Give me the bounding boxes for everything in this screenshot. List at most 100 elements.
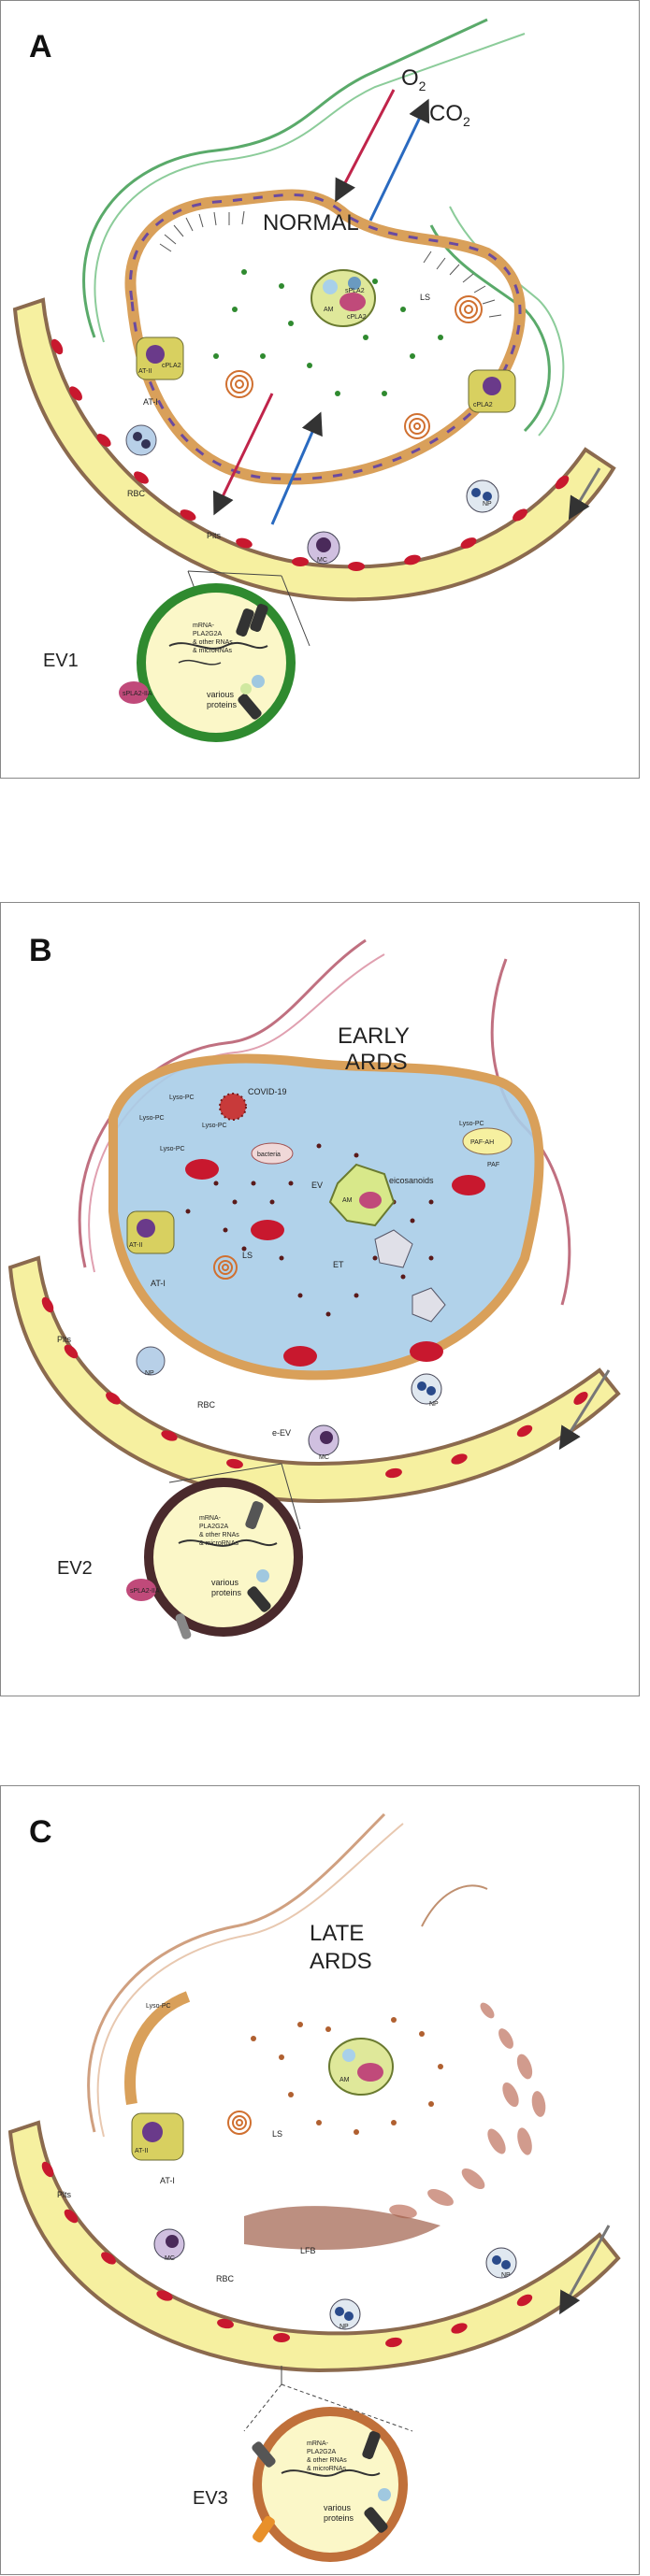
panel-letter: B xyxy=(29,933,52,968)
lyso-pc-label: Lyso-PC xyxy=(169,1095,195,1101)
svg-text:MC: MC xyxy=(317,557,327,564)
lamellar-bodies xyxy=(225,295,483,439)
at2-cell-left: AT-II cPLA2 xyxy=(136,336,184,380)
svg-text:& other RNAs: & other RNAs xyxy=(193,639,233,646)
at1-label: AT-I xyxy=(151,1279,166,1288)
svg-text:AT-II: AT-II xyxy=(129,1242,142,1249)
ls-label: LS xyxy=(272,2129,282,2139)
lyso-pc-label: Lyso-PC xyxy=(160,1146,185,1152)
flow-arrow xyxy=(558,1369,611,1451)
o2-arrow xyxy=(335,89,396,203)
svg-text:COVID-19: COVID-19 xyxy=(248,1087,287,1096)
co2-label: CO2 xyxy=(429,101,470,129)
neutrophil: NP xyxy=(485,2247,517,2279)
surfactant-dots xyxy=(213,269,443,396)
ev1: sPLA2-IIA mRNA- PLA2G2A & other RNAs & m… xyxy=(119,583,296,742)
red-blood-cells xyxy=(41,1296,588,1479)
at2-cell: AT-II xyxy=(131,2112,184,2161)
ev-callout-line xyxy=(243,2383,282,2432)
neutrophil: NP xyxy=(329,2298,361,2330)
condition-title-line1: LATE xyxy=(310,1921,364,1946)
panel-letter: A xyxy=(29,29,52,64)
red-blood-cells xyxy=(41,2161,533,2348)
ls-label: LS xyxy=(242,1251,253,1260)
svg-text:& other RNAs: & other RNAs xyxy=(199,1532,239,1538)
svg-text:PLA2G2A: PLA2G2A xyxy=(307,2449,336,2455)
svg-text:AT-II: AT-II xyxy=(138,368,152,375)
svg-text:& microRNAs: & microRNAs xyxy=(193,648,233,654)
monocyte: MC xyxy=(153,2228,185,2262)
ev3-label: EV3 xyxy=(193,2488,228,2509)
svg-text:proteins: proteins xyxy=(207,700,238,709)
svg-text:MC: MC xyxy=(319,1454,329,1461)
bacteria: bacteria xyxy=(251,1142,294,1165)
platelet xyxy=(125,424,157,456)
ev-callout-line xyxy=(168,1463,282,1483)
ev-callout-line xyxy=(187,570,282,577)
svg-text:sPLA2-IIA: sPLA2-IIA xyxy=(130,1588,160,1595)
svg-text:PLA2G2A: PLA2G2A xyxy=(199,1524,228,1530)
panel-letter: C xyxy=(29,1814,52,1850)
eev-label: e-EV xyxy=(272,1428,291,1438)
rbc-label: RBC xyxy=(127,489,146,498)
surfactant-layer xyxy=(159,210,502,318)
ev-callout-line xyxy=(281,1463,301,1530)
covid-virus: COVID-19 xyxy=(219,1087,287,1121)
lyso-pc-label: Lyso-PC xyxy=(146,2003,171,2010)
svg-text:AM: AM xyxy=(339,2077,350,2083)
debris-dots xyxy=(251,2017,443,2135)
svg-text:NP: NP xyxy=(145,1370,154,1377)
svg-text:mRNA-: mRNA- xyxy=(307,2440,329,2447)
at1-label: AT-I xyxy=(160,2176,175,2185)
ev1-label: EV1 xyxy=(43,651,79,671)
lyso-pc-label: Lyso-PC xyxy=(459,1121,484,1127)
ev-callout-line xyxy=(281,575,311,647)
alveolar-epithelium xyxy=(124,189,526,485)
membrane-line xyxy=(87,1812,386,2133)
svg-text:AM: AM xyxy=(342,1197,353,1204)
svg-text:& other RNAs: & other RNAs xyxy=(307,2457,347,2464)
membrane-line xyxy=(94,33,526,343)
ev2: sPLA2-IIA mRNA- PLA2G2A & other RNAs & m… xyxy=(126,1478,303,1639)
panel-c: C LATE ARDS Lyso-PC AM xyxy=(0,1785,640,2575)
svg-text:various: various xyxy=(324,2503,352,2512)
flow-arrow xyxy=(559,2225,611,2315)
svg-text:cPLA2: cPLA2 xyxy=(162,363,181,369)
svg-text:mRNA-: mRNA- xyxy=(193,623,215,629)
lfb-label: LFB xyxy=(300,2246,316,2255)
fibrotic-tissue xyxy=(389,2002,546,2219)
svg-text:NP: NP xyxy=(501,2272,511,2279)
nets xyxy=(374,1229,446,1323)
monocyte: MC xyxy=(307,531,340,565)
alveolar-macrophage: AM sPLA2 cPLA2 xyxy=(311,269,376,327)
panel-b: B EARLY ARDS COVID-19 Lyso-PC Lyso-PC Ly… xyxy=(0,902,640,1696)
panel-a-illustration: A xyxy=(12,18,616,742)
alveolar-macrophage: AM xyxy=(328,2038,394,2096)
membrane-line xyxy=(88,953,385,1273)
at2-cell: AT-II xyxy=(126,1210,175,1254)
ev-callout-line xyxy=(281,2383,413,2432)
ev3: mRNA- PLA2G2A & other RNAs & microRNAs v… xyxy=(252,2407,408,2562)
co2-arrow xyxy=(368,98,430,222)
svg-text:& microRNAs: & microRNAs xyxy=(307,2466,347,2472)
at1-label: AT-I xyxy=(143,397,158,407)
svg-text:sPLA2-IIA: sPLA2-IIA xyxy=(123,691,152,697)
svg-text:bacteria: bacteria xyxy=(257,1152,281,1158)
plts-label: Plts xyxy=(207,531,222,540)
panel-a: A xyxy=(0,0,640,779)
alveolar-epithelium xyxy=(124,1991,191,2105)
svg-text:PAF-AH: PAF-AH xyxy=(470,1139,494,1146)
svg-text:proteins: proteins xyxy=(324,2513,354,2523)
spla2-enzymes xyxy=(185,1159,485,1367)
co2-arrow-lower xyxy=(270,411,323,525)
svg-text:NP: NP xyxy=(483,501,492,508)
svg-text:sPLA2: sPLA2 xyxy=(345,288,365,294)
alveolar-epithelium xyxy=(108,1053,544,1381)
panel-b-illustration: B EARLY ARDS COVID-19 Lyso-PC Lyso-PC Ly… xyxy=(7,933,621,1639)
lyso-pc-label: Lyso-PC xyxy=(139,1115,165,1122)
svg-text:mRNA-: mRNA- xyxy=(199,1515,222,1522)
svg-text:cPLA2: cPLA2 xyxy=(347,314,367,321)
svg-text:NP: NP xyxy=(339,2324,349,2330)
paf-label: PAF xyxy=(487,1162,499,1168)
red-blood-cells xyxy=(51,338,570,571)
